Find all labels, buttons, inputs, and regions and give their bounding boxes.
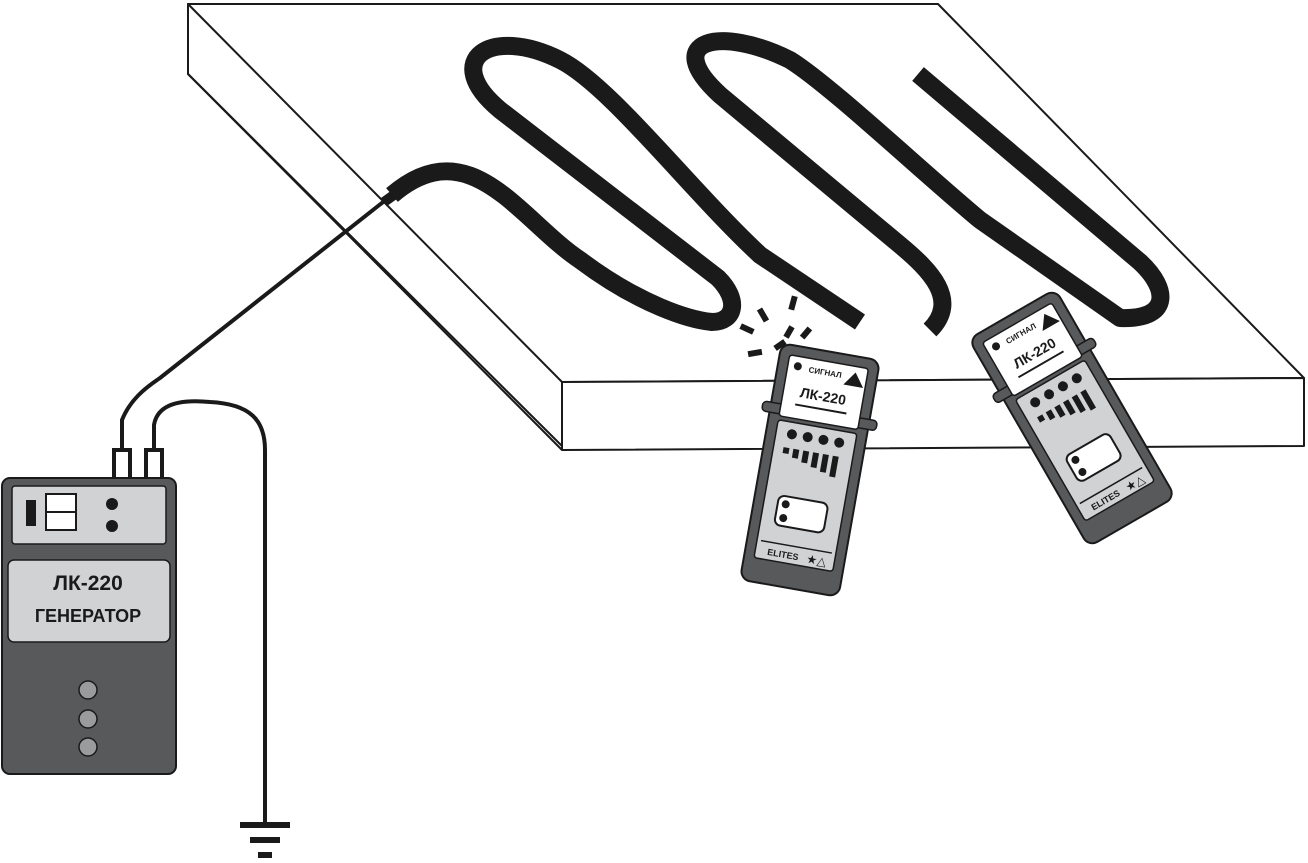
signal-waves-icon [739,295,813,358]
generator-led-2 [78,709,98,729]
floor-slab [187,3,1305,451]
receiver-2-top-panel [982,303,1083,397]
generator-knob-top[interactable] [106,498,118,510]
generator-role-label: ГЕНЕРАТОР [35,606,141,626]
generator-model-label: ЛК-220 [53,572,123,595]
receiver-1[interactable]: СИГНАЛ ЛК-220 ELITES ★△ [732,342,888,598]
generator-led-3 [78,737,98,757]
heating-cable [386,32,1170,337]
lead-wire-connector [381,187,401,207]
generator-indicator [26,500,36,526]
receiver-1-face-panel [753,419,858,572]
ground-symbol-icon [240,822,290,858]
ground-wire [152,399,267,822]
generator-terminal-right [144,448,164,482]
slab-front-face [561,377,1305,451]
receiver-2[interactable]: СИГНАЛ ЛК-220 ELITES ★△ [962,285,1182,551]
generator-knob-bottom[interactable] [106,520,118,532]
generator-led-1 [78,680,98,700]
receiver-1-model-label: ЛК-220 [799,384,848,408]
generator-terminal-left [112,448,132,482]
generator-unit: ЛК-220 ГЕНЕРАТОР [1,448,177,775]
lead-wire [120,193,394,458]
generator-label-plate [7,559,171,643]
svg-text:★△: ★△ [805,552,828,569]
receiver-1-top-panel [778,354,869,430]
